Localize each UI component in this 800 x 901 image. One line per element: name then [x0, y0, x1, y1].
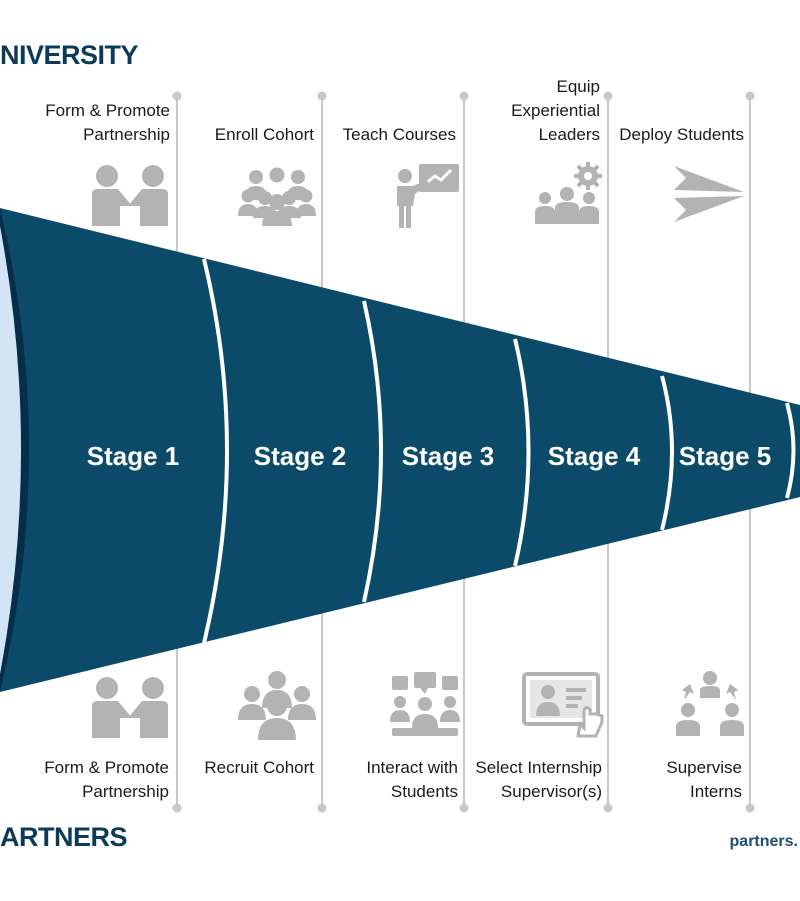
bottom-label-5: Supervise Interns — [666, 758, 742, 801]
stage-label-4: Stage 4 — [548, 441, 641, 471]
timeline-dot — [745, 803, 755, 813]
timeline-dot — [603, 91, 613, 101]
video-select-icon — [522, 672, 604, 738]
stage-label-2: Stage 2 — [254, 441, 347, 471]
timeline-dot — [745, 91, 755, 101]
partners-heading: ARTNERS — [0, 822, 128, 852]
timeline-dot — [317, 803, 327, 813]
timeline-dot — [603, 803, 613, 813]
timeline-dot — [317, 91, 327, 101]
timeline-dot — [459, 803, 469, 813]
top-label-5: Deploy Students — [619, 125, 744, 144]
bottom-label-1: Form & Promote Partnership — [44, 758, 169, 801]
top-label-1: Form & Promote Partnership — [45, 101, 170, 144]
timeline-dot — [172, 91, 182, 101]
timeline-dots — [172, 91, 755, 813]
top-label-3: Teach Courses — [342, 125, 456, 144]
timeline-dot — [172, 803, 182, 813]
team-gear-icon — [535, 162, 602, 224]
segment-dividers — [202, 258, 796, 644]
stage-label-5: Stage 5 — [679, 441, 772, 471]
top-label-2: Enroll Cohort — [214, 125, 314, 144]
university-heading: NIVERSITY — [0, 40, 139, 70]
divider-3 — [513, 338, 531, 567]
divider-1 — [202, 258, 229, 644]
divider-2 — [362, 300, 383, 603]
paper-plane-icon — [674, 166, 744, 222]
divider-4 — [660, 375, 674, 531]
bottom-label-3: Interact with Students — [366, 758, 458, 801]
presenter-icon — [397, 164, 459, 228]
top-label-4: Equip Experiential Leaders — [511, 77, 600, 144]
funnel-face — [0, 226, 21, 674]
handshake-icon — [92, 677, 168, 738]
timeline-dot — [459, 91, 469, 101]
hierarchy-icon — [676, 671, 744, 736]
bottom-label-2: Recruit Cohort — [204, 758, 314, 777]
group-icon — [238, 167, 316, 226]
funnel-body — [0, 208, 800, 692]
stage-label-1: Stage 1 — [87, 441, 180, 471]
stage-label-3: Stage 3 — [402, 441, 495, 471]
discussion-icon — [390, 672, 460, 736]
group-icon — [238, 671, 316, 740]
bottom-label-4: Select Internship Supervisor(s) — [475, 758, 602, 801]
footer-partners-text: partners. — [729, 833, 798, 850]
handshake-icon — [92, 165, 168, 226]
divider-5 — [785, 402, 796, 499]
